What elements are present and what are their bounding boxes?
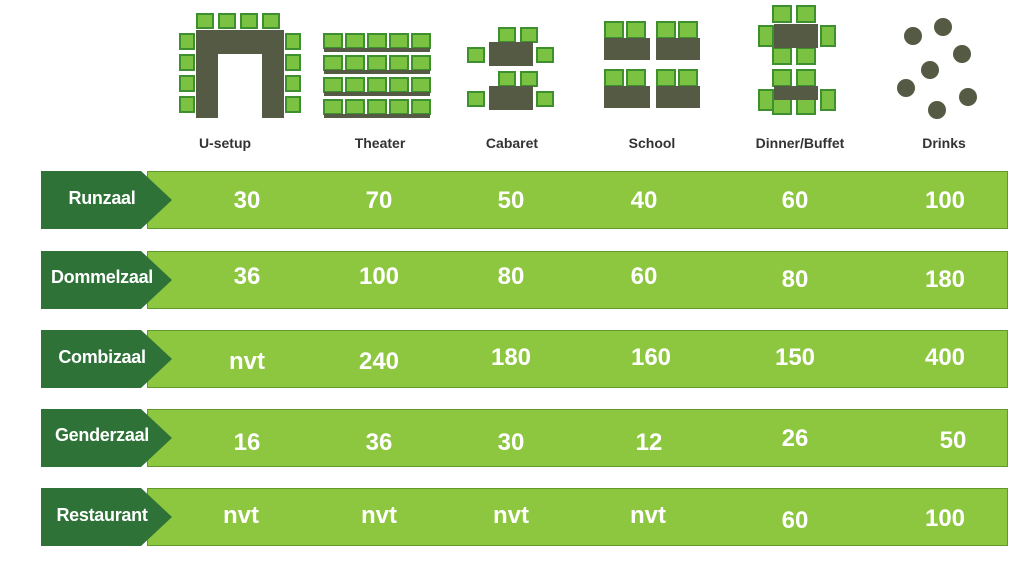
row-bar [147,251,1008,309]
value-u-setup: nvt [229,348,265,375]
value-u-setup: 16 [233,429,261,456]
value-theater: 36 [365,429,393,456]
drinks-icon [893,16,983,124]
value-theater: 240 [358,348,400,375]
value-drinks: 180 [924,266,966,293]
value-dinner-buffet: 26 [781,425,809,452]
row-bar [147,330,1008,388]
value-cabaret: 80 [497,263,525,290]
value-u-setup: 30 [233,187,261,214]
value-u-setup: 36 [233,263,261,290]
value-school: 12 [635,429,663,456]
value-u-setup: nvt [223,502,259,529]
room-name: Restaurant [56,505,148,525]
value-cabaret: 30 [497,429,525,456]
value-school: 40 [630,187,658,214]
room-name: Dommelzaal [50,267,154,287]
table-row-combizaal: Combizaal nvt 240 180 160 150 400 [41,330,1008,388]
row-bar [147,488,1008,546]
table-row-runzaal: Runzaal 30 70 50 40 60 100 [41,171,1008,229]
value-drinks: 100 [924,187,966,214]
row-header: Combizaal [41,330,172,388]
value-school: 160 [630,344,672,371]
value-school: nvt [630,502,666,529]
row-header: Restaurant [41,488,172,546]
theater-icon [322,32,438,118]
column-label-drinks: Drinks [922,135,966,151]
value-theater: 100 [358,263,400,290]
value-cabaret: 50 [497,187,525,214]
room-name: Runzaal [68,188,136,208]
column-label-u-setup: U-setup [198,135,252,151]
room-name: Genderzaal [54,425,150,445]
row-bar [147,409,1008,467]
table-row-dommelzaal: Dommelzaal 36 100 80 60 80 180 [41,251,1008,309]
column-label-dinner-buffet: Dinner/Buffet [755,135,845,151]
value-cabaret: nvt [493,502,529,529]
value-cabaret: 180 [490,344,532,371]
value-school: 60 [630,263,658,290]
value-theater: nvt [361,502,397,529]
value-dinner-buffet: 80 [781,266,809,293]
value-drinks: 50 [939,427,967,454]
column-label-school: School [628,135,676,151]
table-row-restaurant: Restaurant nvt nvt nvt nvt 60 100 [41,488,1008,546]
dinner-buffet-icon [755,4,839,116]
row-header: Genderzaal [41,409,172,467]
table-row-genderzaal: Genderzaal 16 36 30 12 26 50 [41,409,1008,467]
value-drinks: 400 [924,344,966,371]
value-theater: 70 [365,187,393,214]
room-name: Combizaal [58,347,146,367]
row-bar [147,171,1008,229]
value-dinner-buffet: 150 [774,344,816,371]
u-setup-icon [178,12,304,120]
value-dinner-buffet: 60 [781,187,809,214]
value-drinks: 100 [924,505,966,532]
value-dinner-buffet: 60 [781,507,809,534]
school-icon [602,20,702,112]
row-header: Runzaal [41,171,172,229]
cabaret-icon [465,26,561,114]
column-label-theater: Theater [354,135,406,151]
column-label-cabaret: Cabaret [485,135,539,151]
row-header: Dommelzaal [41,251,172,309]
